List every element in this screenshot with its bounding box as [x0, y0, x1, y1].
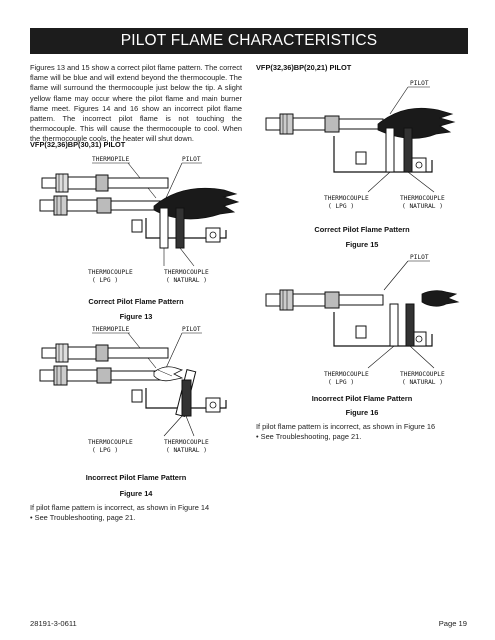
- pilot-label: PILOT: [410, 254, 429, 261]
- thermocouple-natural: [405, 303, 415, 347]
- natural-label: ( NATURAL ): [402, 203, 443, 210]
- lpg-label: ( LPG ): [92, 447, 118, 454]
- lpg-label: ( LPG ): [328, 203, 354, 210]
- page-number: Page 19: [438, 619, 467, 628]
- intro-paragraph: Figures 13 and 15 show a correct pilot f…: [30, 63, 242, 144]
- pilot-flame-correct: [153, 187, 240, 220]
- left-note: If pilot flame pattern is incorrect, as …: [30, 503, 210, 512]
- pilot-bracket: [333, 312, 433, 347]
- right-bullet: • See Troubleshooting, page 21.: [256, 432, 362, 441]
- thermocouple-natural-label: THERMOCOUPLE: [164, 439, 209, 446]
- figure-14-number: Figure 14: [119, 489, 153, 498]
- pilot-tube-assembly: [39, 365, 164, 386]
- pilot-bracket: [145, 218, 227, 239]
- natural-label: ( NATURAL ): [166, 277, 207, 284]
- thermocouple-lpg-label: THERMOCOUPLE: [324, 371, 369, 378]
- left-bullet: • See Troubleshooting, page 21.: [30, 513, 136, 522]
- thermocouple-natural-label: THERMOCOUPLE: [400, 195, 445, 202]
- thermocouple-lpg-label: THERMOCOUPLE: [88, 439, 133, 446]
- thermocouple-natural-label: THERMOCOUPLE: [400, 371, 445, 378]
- figure-13-diagram: THERMOPILE PILOT: [36, 150, 251, 295]
- thermocouple-lpg: [159, 207, 169, 249]
- pilot-flame-correct: [377, 107, 456, 139]
- thermocouple-lpg: [385, 127, 395, 173]
- thermocouple-lpg-label: THERMOCOUPLE: [324, 195, 369, 202]
- document-number: 28191-3-0611: [30, 619, 77, 628]
- pilot-flame-incorrect: [153, 366, 184, 382]
- pilot-bracket: [333, 136, 433, 173]
- natural-label: ( NATURAL ): [166, 447, 207, 454]
- figure-13-caption: Correct Pilot Flame Pattern: [88, 297, 184, 306]
- lpg-label: ( LPG ): [92, 277, 118, 284]
- thermopile-assembly: [41, 173, 169, 193]
- pilot-label: PILOT: [182, 156, 201, 163]
- pilot-tube-assembly: [39, 195, 164, 216]
- figure-16-diagram: PILOT THERMOCOUPLE ( LPG ) THERMOCOUPLE …: [258, 250, 473, 395]
- thermocouple-natural-label: THERMOCOUPLE: [164, 269, 209, 276]
- figure-16-caption: Incorrect Pilot Flame Pattern: [311, 394, 413, 403]
- thermocouple-natural: [175, 207, 185, 249]
- thermopile-label: THERMOPILE: [92, 156, 130, 163]
- figure-15-caption: Correct Pilot Flame Pattern: [314, 225, 410, 234]
- natural-label: ( NATURAL ): [402, 379, 443, 386]
- thermocouple-natural: [181, 379, 192, 417]
- thermopile-label: THERMOPILE: [92, 326, 130, 333]
- figure-13-number: Figure 13: [119, 312, 153, 321]
- pilot-tube-assembly: [265, 289, 384, 311]
- thermopile-assembly: [41, 343, 169, 363]
- pilot-flame-incorrect: [421, 290, 460, 307]
- pilot-label: PILOT: [410, 80, 429, 87]
- figure-15-diagram: PILOT THERMOCOUPLE ( LPG ) THERMOCOUPLE …: [258, 72, 473, 222]
- right-note: If pilot flame pattern is incorrect, as …: [256, 422, 436, 431]
- pilot-tube-assembly: [265, 113, 384, 135]
- lpg-label: ( LPG ): [328, 379, 354, 386]
- pilot-label: PILOT: [182, 326, 201, 333]
- left-section-heading: VFP(32,36)BP(30,31) PILOT: [30, 140, 126, 149]
- figure-16-number: Figure 16: [345, 408, 379, 417]
- thermocouple-lpg: [389, 303, 399, 347]
- page-title: PILOT FLAME CHARACTERISTICS: [30, 28, 468, 54]
- thermocouple-lpg-label: THERMOCOUPLE: [88, 269, 133, 276]
- thermocouple-natural: [403, 127, 413, 173]
- figure-14-diagram: THERMOPILE PILOT: [36, 320, 251, 465]
- figure-15-number: Figure 15: [345, 240, 379, 249]
- right-section-heading: VFP(32,36)BP(20,21) PILOT: [256, 63, 352, 72]
- figure-14-caption: Incorrect Pilot Flame Pattern: [85, 473, 187, 482]
